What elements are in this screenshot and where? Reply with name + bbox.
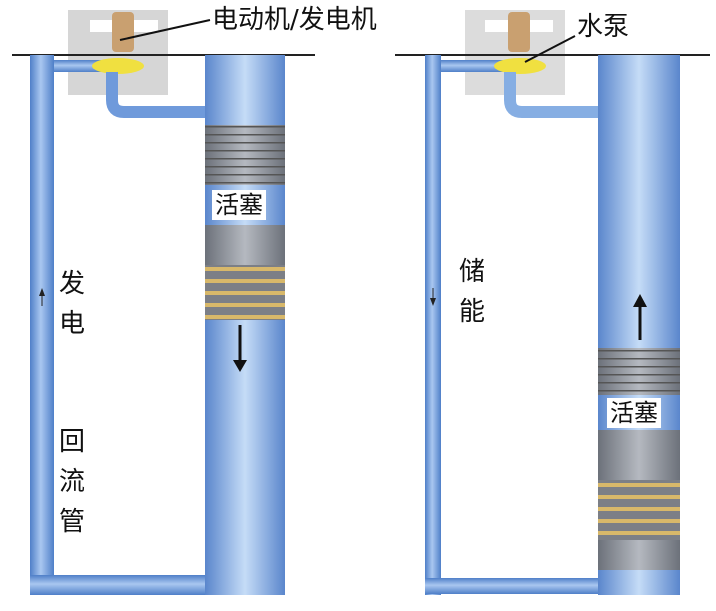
- generation-mode-label: 发电: [58, 269, 85, 339]
- return-pipe-label: 回流管: [58, 427, 85, 537]
- arrow-down-icon: [430, 298, 436, 306]
- pump: [92, 58, 144, 74]
- arrow-up-icon: [633, 294, 647, 307]
- return-pipe: [425, 55, 441, 595]
- piston-seal-rings: [205, 265, 285, 320]
- motor-generator-label: 电动机/发电机: [212, 5, 377, 35]
- motor-generator: [508, 12, 530, 52]
- right-storage-diagram: [395, 10, 710, 595]
- piston-seal-rings: [598, 480, 680, 540]
- left-piston-label: 活塞: [212, 190, 266, 220]
- arrow-down-icon: [233, 360, 247, 372]
- storage-mode-label: 储能: [458, 257, 485, 327]
- right-piston-label: 活塞: [607, 398, 661, 428]
- leader-line: [524, 35, 576, 63]
- pump: [494, 58, 546, 74]
- arrow-up-icon: [39, 288, 45, 296]
- left-generation-diagram: [12, 10, 315, 595]
- motor-generator: [112, 12, 134, 52]
- return-pipe: [30, 55, 54, 595]
- pump-label: 水泵: [577, 12, 630, 42]
- leader-line: [119, 19, 211, 41]
